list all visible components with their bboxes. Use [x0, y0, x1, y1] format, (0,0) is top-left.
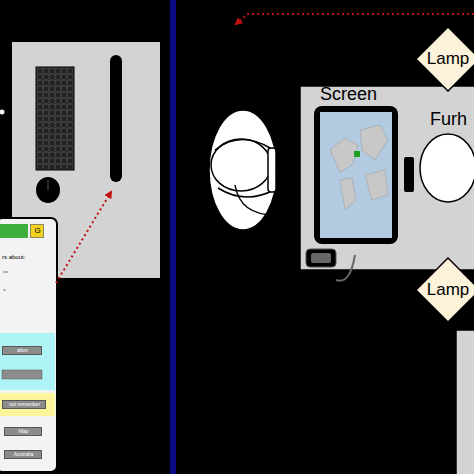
app-button: not remember — [2, 400, 46, 409]
headset — [268, 148, 276, 192]
green-tab — [0, 224, 28, 238]
table — [300, 86, 474, 270]
dotted-arrow — [56, 192, 111, 283]
dotted-arrow — [236, 14, 474, 24]
side-table — [456, 330, 474, 474]
speaker — [306, 249, 336, 267]
lamp-diamond: Lamp — [415, 26, 474, 92]
divider — [170, 0, 176, 474]
button-label: Australia — [14, 452, 33, 458]
app-button: Map — [4, 427, 42, 436]
label: Furh — [430, 110, 467, 130]
button-label: Map — [19, 429, 29, 435]
label: G — [34, 227, 40, 236]
phone-app: rs about: Gation not rememberMapAustralia — [0, 218, 57, 470]
keyboard — [36, 67, 74, 170]
lamp-diamond: Lamp — [415, 257, 474, 323]
yellow-band — [0, 393, 55, 416]
label: Screen — [320, 85, 377, 105]
phone — [0, 218, 57, 472]
tab-button: G — [30, 224, 44, 238]
cyan-band — [0, 333, 55, 390]
screen-frame — [314, 106, 398, 244]
screen-box: Screen — [314, 106, 398, 244]
map — [320, 112, 392, 238]
lamp-label: Lamp — [427, 50, 470, 69]
button-label: ation — [17, 348, 28, 354]
label: rs about: — [2, 254, 25, 261]
robot-box: Furh — [420, 134, 474, 202]
app-button: Australia — [4, 450, 42, 459]
button-label: not remember — [9, 402, 40, 408]
person — [209, 110, 277, 230]
robot-base — [404, 157, 414, 192]
robot-head — [420, 134, 474, 202]
button — [2, 370, 42, 379]
mouse — [36, 177, 60, 203]
lamp-label: Lamp — [427, 281, 470, 300]
app-button: ation — [2, 346, 42, 355]
monitor — [110, 55, 122, 182]
